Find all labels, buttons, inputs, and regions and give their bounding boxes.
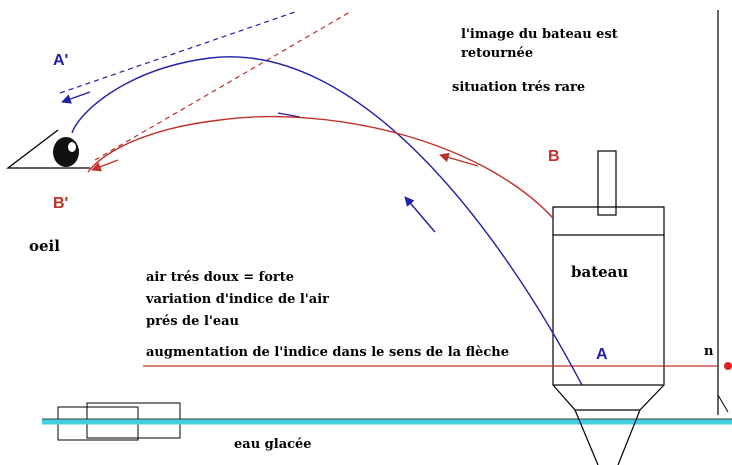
gradient-caption: augmentation de l'indice dans le sens de… (146, 345, 509, 360)
caption-line-2: retournée (461, 46, 534, 61)
boat-hull (552, 384, 599, 465)
label-b: B (548, 148, 560, 165)
label-oeil: oeil (29, 237, 60, 255)
label-n: n (704, 344, 714, 359)
ray-a-arrow-mid (404, 196, 436, 233)
air-note-line-1: air trés doux = forte (146, 270, 295, 285)
label-bateau: bateau (571, 263, 629, 281)
label-a-prime: A' (53, 52, 69, 69)
index-dot (724, 362, 732, 370)
ray-b-curve (87, 115, 554, 219)
projection-a-dashed (59, 11, 296, 94)
air-note-line-2: variation d'indice de l'air (146, 292, 329, 307)
boat-body (552, 234, 665, 386)
ray-a-arrow-upper (61, 91, 91, 104)
label-a: A (596, 346, 608, 363)
boat-chimney (597, 150, 617, 216)
projection-b-dashed (94, 11, 351, 161)
label-b-prime: B' (53, 195, 69, 212)
caption-line-1: l'image du bateau est (461, 27, 618, 42)
air-note-line-3: prés de l'eau (146, 314, 240, 329)
boat (552, 150, 665, 465)
ray-b-arrow-right (439, 152, 479, 167)
label-eau: eau glacée (234, 437, 312, 452)
ray-b-arrow-left (91, 159, 119, 172)
ray-a-curve (71, 56, 583, 386)
boat-upper (552, 206, 665, 235)
eye-icon (6, 129, 90, 169)
caption-rare: situation trés rare (452, 80, 586, 95)
